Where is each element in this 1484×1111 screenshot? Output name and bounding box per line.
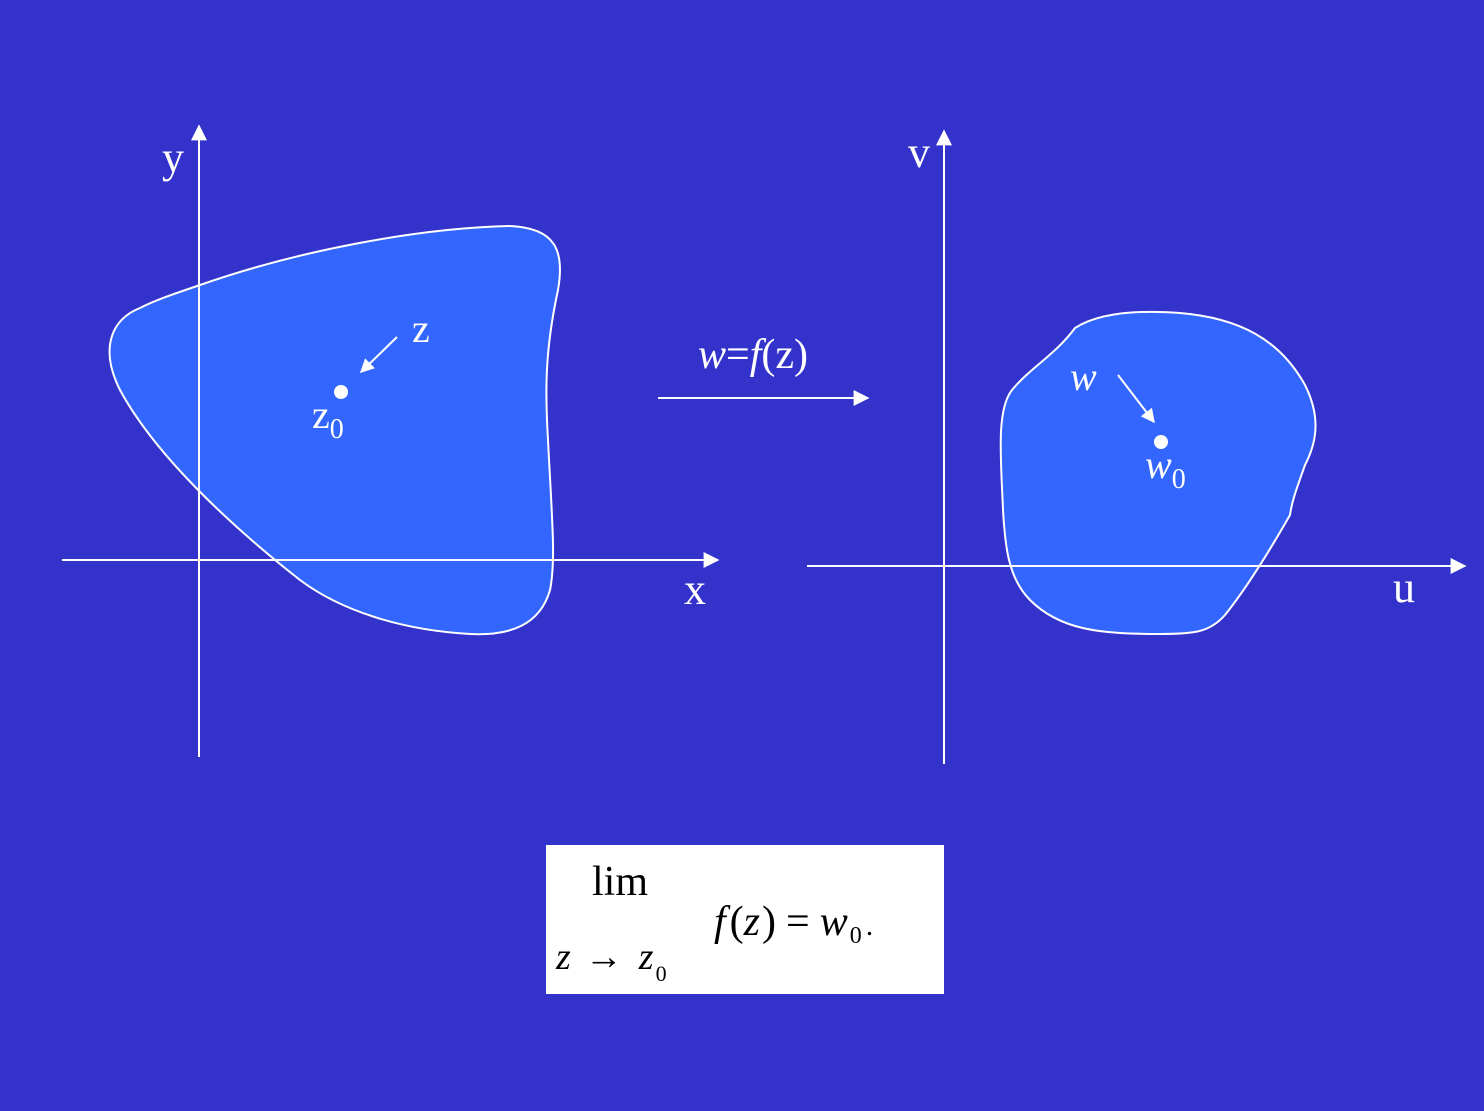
z0-point	[334, 385, 348, 399]
z-approach-arrow	[359, 336, 398, 373]
mapping-label: w=f(z)	[698, 332, 808, 378]
x-axis-label: x	[684, 565, 706, 614]
lim-text: lim	[592, 859, 648, 905]
w0-label: w0	[1145, 442, 1186, 495]
z0-label: z0	[312, 392, 344, 445]
w-approach-arrow	[1117, 374, 1155, 424]
z-plane-region	[108, 224, 562, 636]
w-plane-region	[999, 310, 1317, 636]
limit-formula-box: lim z→z0 f(z)=w0.	[546, 845, 944, 994]
v-axis-label: v	[908, 128, 930, 177]
y-axis-label: y	[162, 133, 184, 182]
u-axis-label: u	[1393, 563, 1415, 612]
limit-formula: lim z→z0 f(z)=w0.	[555, 859, 873, 986]
lim-subscript: z→z0	[555, 936, 667, 986]
w-label: w	[1070, 354, 1097, 399]
limit-expression: f(z)=w0.	[714, 899, 873, 949]
w0-point	[1154, 435, 1168, 449]
z-label: z	[412, 306, 430, 351]
